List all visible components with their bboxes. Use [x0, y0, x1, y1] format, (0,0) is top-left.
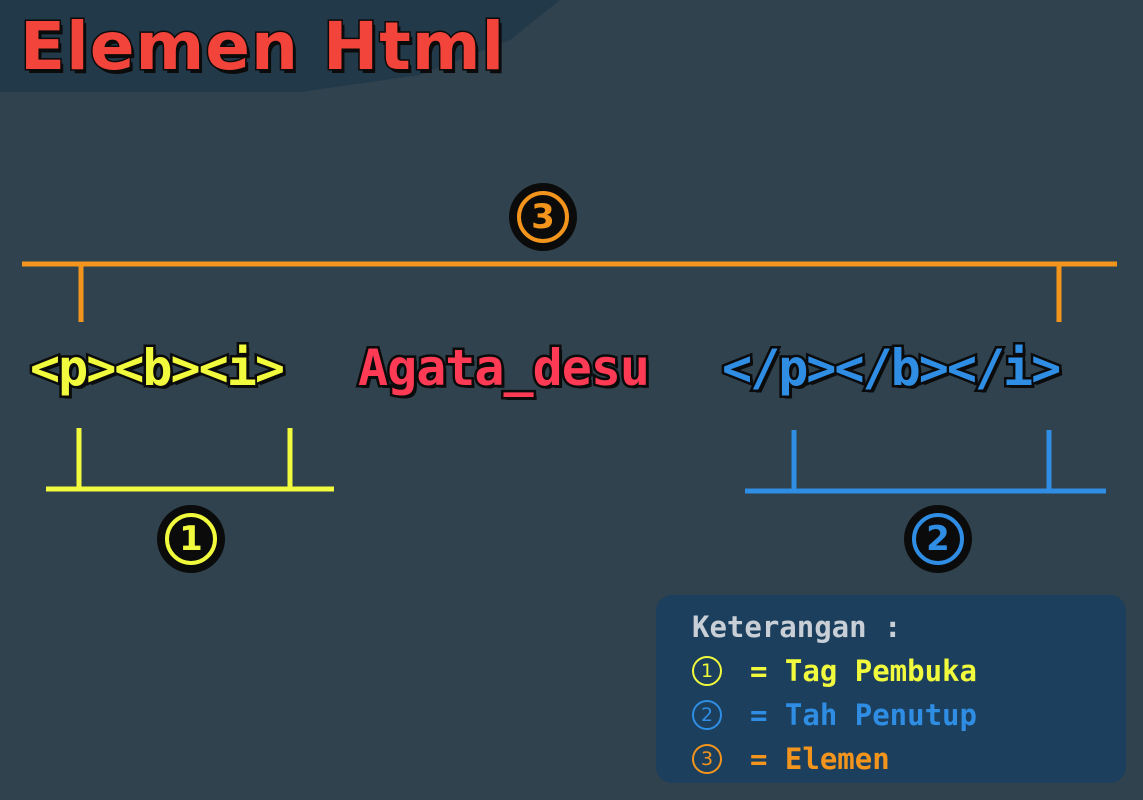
legend-marker: 1: [692, 656, 722, 686]
legend-marker: 2: [692, 700, 722, 730]
opening-tags-text: <p><b><i>: [28, 337, 288, 400]
legend-box: Keterangan : 1 = Tag Pembuka 2 = Tah Pen…: [656, 595, 1126, 783]
legend-label: = Tah Penutup: [750, 698, 977, 732]
legend-item-element: 3 = Elemen: [692, 737, 1126, 781]
legend-title: Keterangan :: [692, 610, 902, 644]
element-marker-number: 3: [517, 191, 569, 243]
legend-label: = Elemen: [750, 742, 890, 776]
legend-label: = Tag Pembuka: [750, 654, 977, 688]
closing-tag-marker: 2: [904, 505, 972, 573]
page-title: Elemen Html: [18, 8, 506, 85]
closing-tags-text: </p></b></i>: [719, 337, 1063, 400]
legend-marker: 3: [692, 744, 722, 774]
closing-tag-bracket: [745, 430, 1106, 494]
element-marker: 3: [509, 183, 577, 251]
legend-item-closing: 2 = Tah Penutup: [692, 693, 1126, 737]
content-text: Agata_desu: [355, 337, 652, 400]
legend-item-opening: 1 = Tag Pembuka: [692, 649, 1126, 693]
closing-tag-marker-number: 2: [912, 513, 964, 565]
opening-tag-marker: 1: [157, 505, 225, 573]
opening-tag-bracket: [46, 428, 334, 492]
opening-tag-marker-number: 1: [165, 513, 217, 565]
element-bracket: [22, 261, 1117, 322]
